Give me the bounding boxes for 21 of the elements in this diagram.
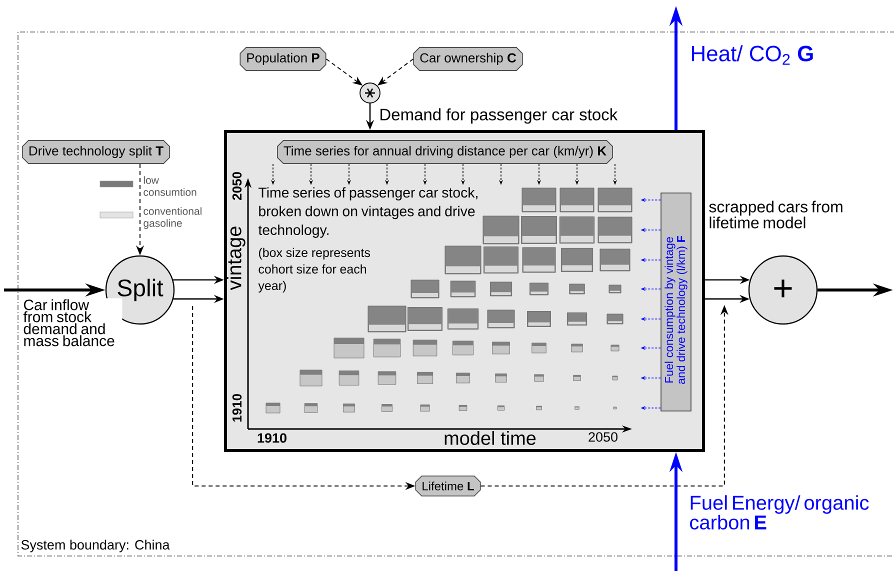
parameter-tag: Population P: [240, 47, 326, 71]
edge-label: Heat/ CO$_{2}$ G: [689, 44, 816, 66]
annotation: scrapped cars from lifetime model: [709, 200, 842, 228]
edge-label: Car inflow from stock demand and mass balance: [22, 298, 122, 348]
parameter-tag: Lifetime L: [415, 476, 481, 496]
axis-label: 1910: [232, 394, 242, 422]
axis-title: model time: [444, 431, 536, 445]
axis-title: vintage: [226, 226, 246, 290]
boundary-label: System boundary: China: [21, 540, 170, 552]
edge-label: Demand for passenger car stock: [378, 107, 619, 125]
edge-label: Fuel Energy/ organic carbon E: [688, 494, 876, 531]
legend-label: conventional gasoline: [144, 207, 202, 229]
parameter-tag: Fuel consumption by vintage and drive technology (l/km) F: [660, 192, 692, 412]
axis-label: 1910: [258, 433, 286, 443]
axis-label: 2050: [588, 432, 618, 442]
legend-label: low consumtion: [144, 176, 196, 196]
multiply-circle: [360, 82, 380, 104]
parameter-tag: Time series for annual driving distance per car (km/yr) K: [277, 140, 613, 164]
parameter-tag: Drive technology split T: [22, 140, 170, 164]
parameter-tag: Car ownership C: [413, 47, 523, 71]
axis-label: 2050: [232, 172, 242, 200]
